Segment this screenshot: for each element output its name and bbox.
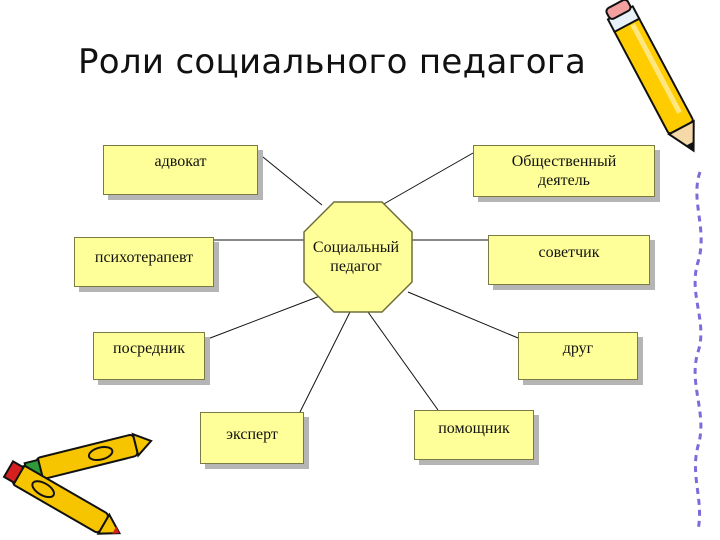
connector-mediator	[204, 295, 321, 341]
role-helper: помощник	[414, 410, 534, 460]
center-line-1: Социальный	[312, 239, 400, 256]
page-title: Роли социального педагога	[78, 42, 587, 82]
role-mediator-label: посредник	[113, 340, 185, 357]
role-public-figure-line-1: Общественный	[511, 153, 617, 170]
role-advisor-label: советчик	[538, 244, 600, 261]
connector-public-figure	[381, 152, 474, 206]
role-advocate: адвокат	[103, 145, 258, 195]
role-advisor: советчик	[488, 235, 650, 285]
role-friend: друг	[518, 332, 638, 380]
connector-advocate	[257, 152, 323, 206]
role-expert-label: эксперт	[226, 426, 278, 443]
role-psychotherapist-label: психотерапевт	[94, 249, 194, 266]
role-mediator: посредник	[93, 332, 205, 380]
connector-friend	[407, 291, 519, 339]
role-friend-label: друг	[562, 340, 594, 357]
center-octagon	[303, 201, 413, 313]
role-psychotherapist: психотерапевт	[74, 237, 214, 287]
role-expert: эксперт	[200, 412, 304, 464]
role-public-figure-line-2: деятель	[538, 172, 590, 189]
role-helper-label: помощник	[438, 420, 510, 437]
role-advocate-label: адвокат	[154, 153, 207, 170]
connector-helper	[367, 311, 439, 411]
role-public-figure: Общественный деятель	[473, 145, 655, 197]
center-line-2: педагог	[330, 258, 382, 275]
center-label: Социальный педагог	[308, 238, 404, 276]
connector-expert	[299, 311, 351, 413]
